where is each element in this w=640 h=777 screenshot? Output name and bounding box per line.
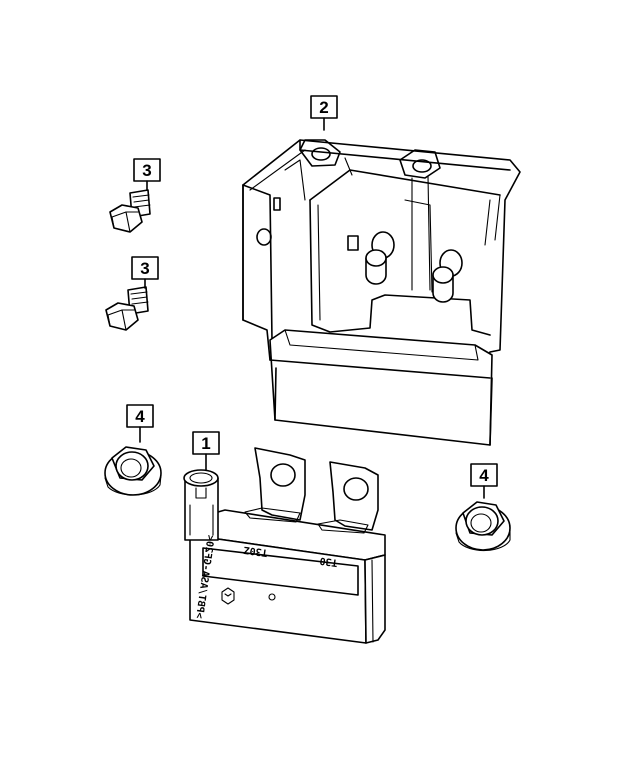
terminal-label-left: T30Z — [243, 544, 268, 558]
bracket-part — [242, 139, 521, 446]
bolt-upper — [109, 189, 151, 233]
flange-nut-left — [104, 446, 162, 496]
module-part — [183, 447, 386, 644]
callout-2: 2 — [310, 95, 338, 131]
flange-nut-right — [455, 501, 511, 552]
callout-3b: 3 — [131, 256, 159, 289]
bracket-stud-left — [365, 231, 395, 285]
callout-4a-label: 4 — [135, 407, 145, 426]
callout-4b-label: 4 — [479, 466, 489, 485]
callout-1: 1 — [192, 431, 220, 471]
terminal-label-right: T30 — [319, 555, 338, 568]
module-vent-icon — [221, 587, 235, 605]
bracket-stud-right — [432, 249, 463, 303]
callout-2-label: 2 — [319, 98, 328, 117]
callout-3b-label: 3 — [140, 259, 149, 278]
bolt-lower — [105, 286, 149, 331]
callout-3a-label: 3 — [142, 161, 151, 180]
callout-1-label: 1 — [201, 434, 210, 453]
callout-4a: 4 — [126, 404, 154, 443]
callout-4b: 4 — [470, 463, 498, 499]
callout-3a: 3 — [133, 158, 161, 191]
